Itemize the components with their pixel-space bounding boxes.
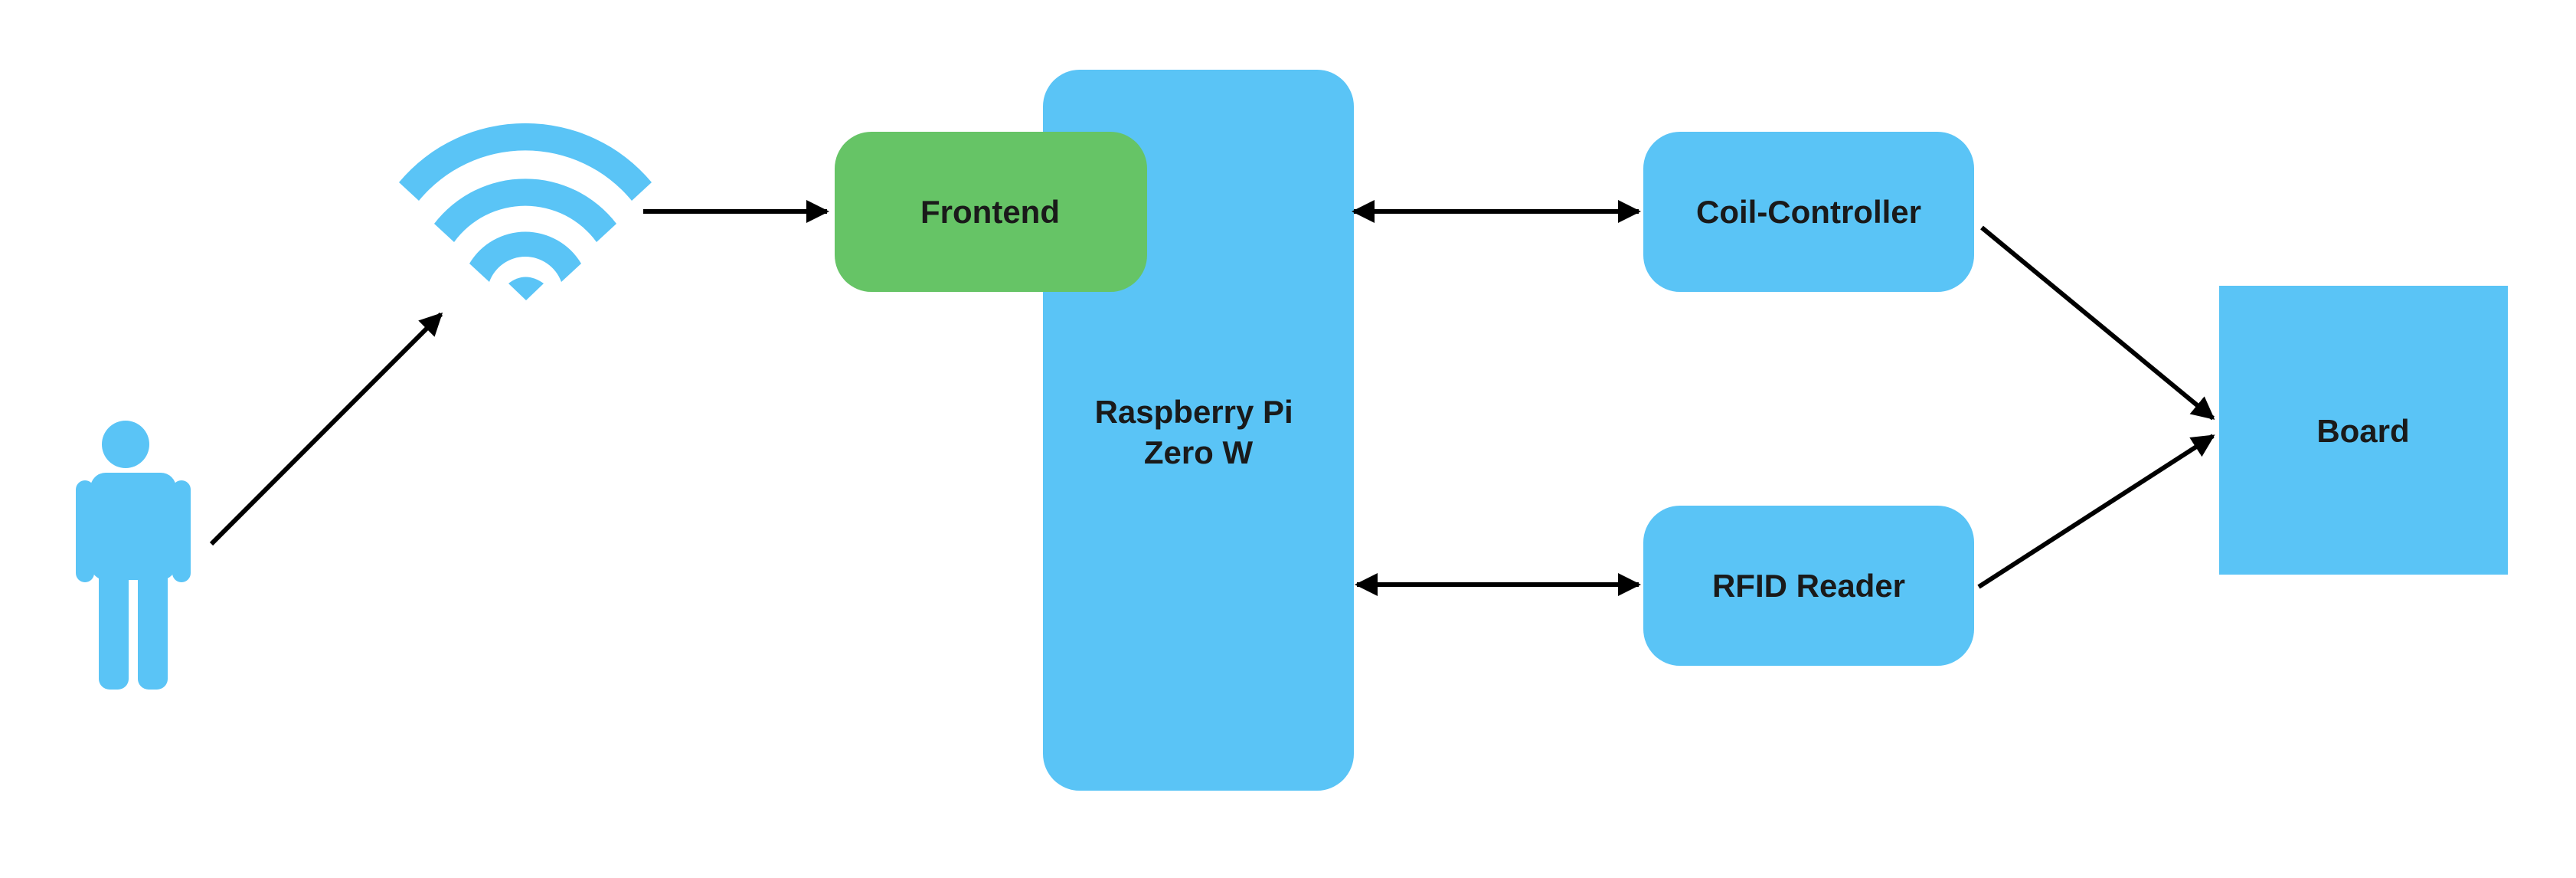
wifi-icon <box>399 123 652 300</box>
frontend-label: Frontend <box>920 194 1060 230</box>
coil-controller-label: Coil-Controller <box>1696 194 1921 230</box>
raspberry-pi-label: Raspberry Pi Zero W <box>1095 394 1303 470</box>
coil-controller-box <box>1643 132 1974 292</box>
coil-controller-node: Coil-Controller <box>1643 132 1974 292</box>
arrow-rfid-reader-to-board <box>1977 434 2215 589</box>
rfid-reader-box <box>1643 506 1974 666</box>
arrow-coil-controller-to-board <box>1980 225 2215 421</box>
person-icon <box>76 421 191 690</box>
rfid-reader-node: RFID Reader <box>1643 506 1974 666</box>
board-label: Board <box>2316 413 2409 449</box>
arrow-person-to-wifi <box>209 312 443 546</box>
frontend-node: Frontend <box>835 132 1147 292</box>
rfid-reader-label: RFID Reader <box>1712 568 1905 604</box>
board-box <box>2219 286 2508 575</box>
board-node: Board <box>2219 286 2508 575</box>
frontend-box <box>835 132 1147 292</box>
